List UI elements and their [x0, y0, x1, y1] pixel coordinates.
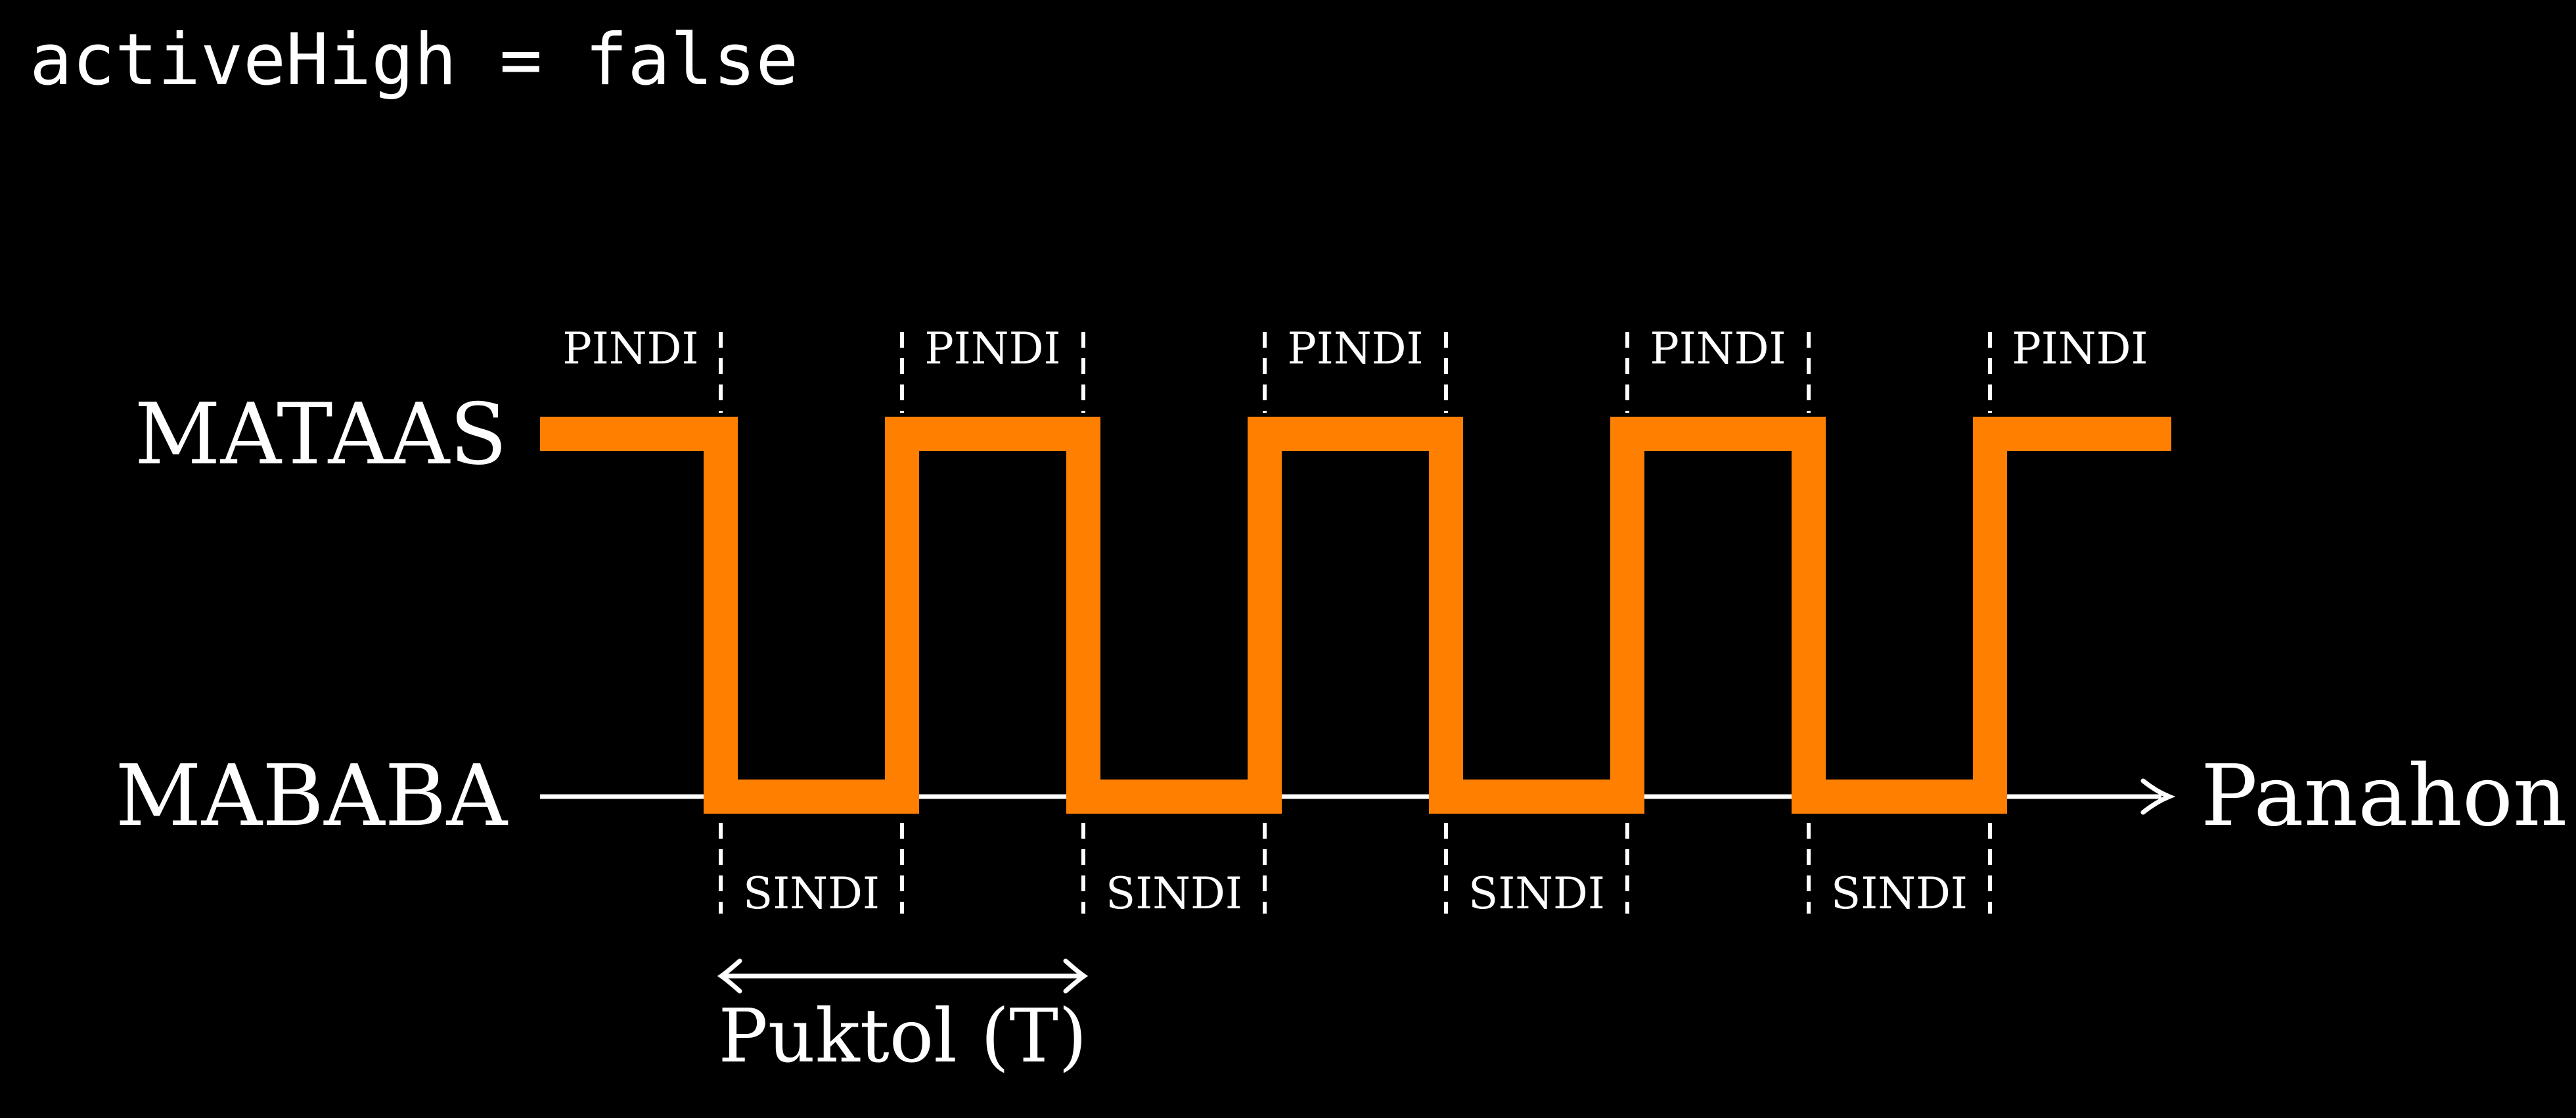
code-label: activeHigh = false	[30, 19, 798, 101]
on-marker-label: PINDI	[562, 323, 698, 374]
period-indicator	[717, 958, 1089, 994]
marker-labels: PINDI PINDI PINDI PINDI PINDI SINDI SINDI SINDI…	[562, 323, 2148, 919]
transition-markers	[719, 332, 1992, 914]
signal-waveform	[540, 417, 2171, 814]
off-marker-label: SINDI	[743, 868, 880, 919]
off-marker-label: SINDI	[1831, 868, 1968, 919]
on-marker-label: PINDI	[2012, 323, 2148, 374]
on-marker-label: PINDI	[1650, 323, 1786, 374]
off-marker-label: SINDI	[1468, 868, 1605, 919]
on-marker-label: PINDI	[1287, 323, 1423, 374]
on-marker-label: PINDI	[924, 323, 1060, 374]
period-label: Puktol (T)	[718, 994, 1087, 1079]
time-axis-label: Panahon	[2201, 747, 2567, 845]
low-level-label: MABABA	[116, 747, 508, 845]
off-marker-label: SINDI	[1106, 868, 1242, 919]
time-axis-arrowhead	[2140, 778, 2176, 815]
period-arrowhead-left	[717, 958, 742, 994]
high-level-label: MATAAS	[135, 386, 507, 484]
period-arrowhead-right	[1063, 958, 1089, 994]
